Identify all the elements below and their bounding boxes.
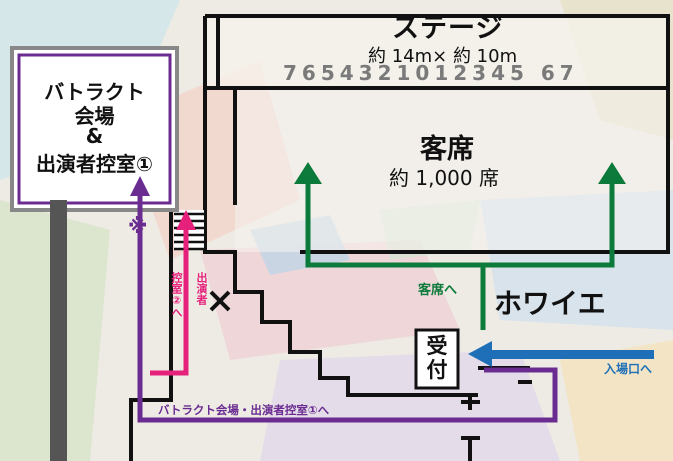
seating-title: 客席 <box>420 134 474 165</box>
arrow-up-icon <box>294 162 322 184</box>
walls <box>129 14 670 461</box>
arrow-up-icon <box>598 162 626 184</box>
door-ticks <box>461 380 532 440</box>
stage-size: 約 14m× 約 10m <box>368 46 518 67</box>
backstage-room-line3: & <box>85 124 104 148</box>
backstage-room-line2: 会場 <box>74 104 115 128</box>
blue-route <box>486 350 654 359</box>
sign-pole <box>50 200 67 461</box>
arrow-up-icon <box>130 176 150 196</box>
purple-route <box>137 190 558 423</box>
backstage-room-line1: バトラクト <box>44 80 145 104</box>
backstage-room-inner <box>17 53 172 205</box>
stage-title: ステージ <box>392 13 504 44</box>
green-route <box>305 178 615 330</box>
seating-capacity: 約 1,000 席 <box>389 166 499 190</box>
reception-label: 受付 <box>426 334 448 382</box>
note-mark: ※ <box>128 214 148 238</box>
stage-area <box>205 14 670 88</box>
performer-room-2-col2: 控室②へ <box>170 272 183 318</box>
arrow-up-icon <box>176 210 196 230</box>
foyer-label: ホワイエ <box>494 287 606 320</box>
cross-mark-icon <box>209 290 231 312</box>
backstage-room-line4: 出演者控室① <box>36 152 153 176</box>
reception-box <box>414 328 460 390</box>
battle-route-label: バトラクト会場・出演者控室①へ <box>158 403 330 417</box>
entrance-label: 入場口へ <box>604 362 653 376</box>
to-seats-label: 客席へ <box>418 283 458 298</box>
pink-route <box>150 228 189 376</box>
stage-scale: 7654321012345 67 <box>283 61 579 85</box>
performer-room-2-col1: 出演者 <box>195 272 208 305</box>
arrow-left-icon <box>468 341 492 367</box>
